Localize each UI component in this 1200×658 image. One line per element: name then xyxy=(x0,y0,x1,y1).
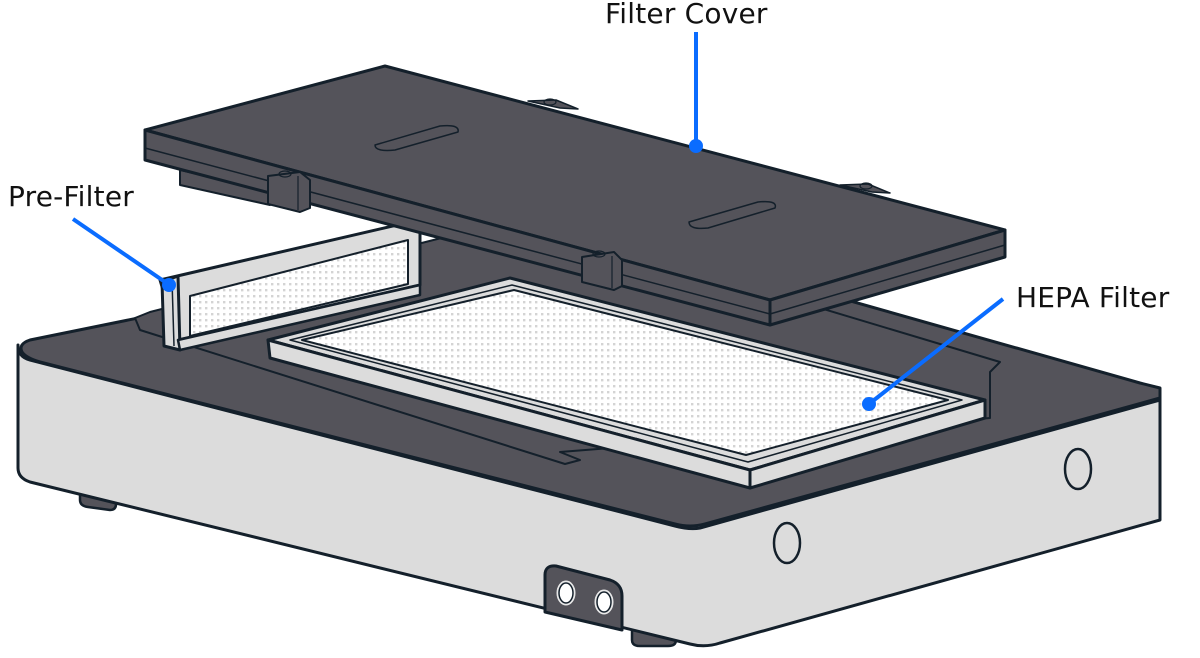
pre-filter-media xyxy=(189,239,409,337)
cover-slot-1 xyxy=(374,124,459,152)
cover-clip-back-1 xyxy=(527,98,579,110)
callout-line-pre-filter xyxy=(71,217,170,286)
pre-filter xyxy=(158,220,422,352)
hepa-filter xyxy=(266,276,987,490)
cover-clip-left xyxy=(267,170,311,213)
cover-slot-2 xyxy=(688,200,777,230)
label-pre-filter: Pre-Filter xyxy=(8,180,134,213)
cover-clip-back-2 xyxy=(839,182,891,194)
filter-cover xyxy=(143,64,1007,327)
side-hole-front xyxy=(772,521,802,565)
hepa-filter-media xyxy=(301,289,949,456)
callout-dot-filter-cover xyxy=(689,139,703,153)
callout-dot-hepa-filter xyxy=(862,397,876,411)
cover-clip-mid xyxy=(581,250,623,291)
callout-line-hepa-filter xyxy=(867,297,1005,406)
label-filter-cover: Filter Cover xyxy=(605,0,768,30)
callouts xyxy=(71,32,1005,411)
side-hole-right xyxy=(1063,447,1093,491)
callout-dot-pre-filter xyxy=(162,278,176,292)
label-hepa-filter: HEPA Filter xyxy=(1016,281,1170,314)
